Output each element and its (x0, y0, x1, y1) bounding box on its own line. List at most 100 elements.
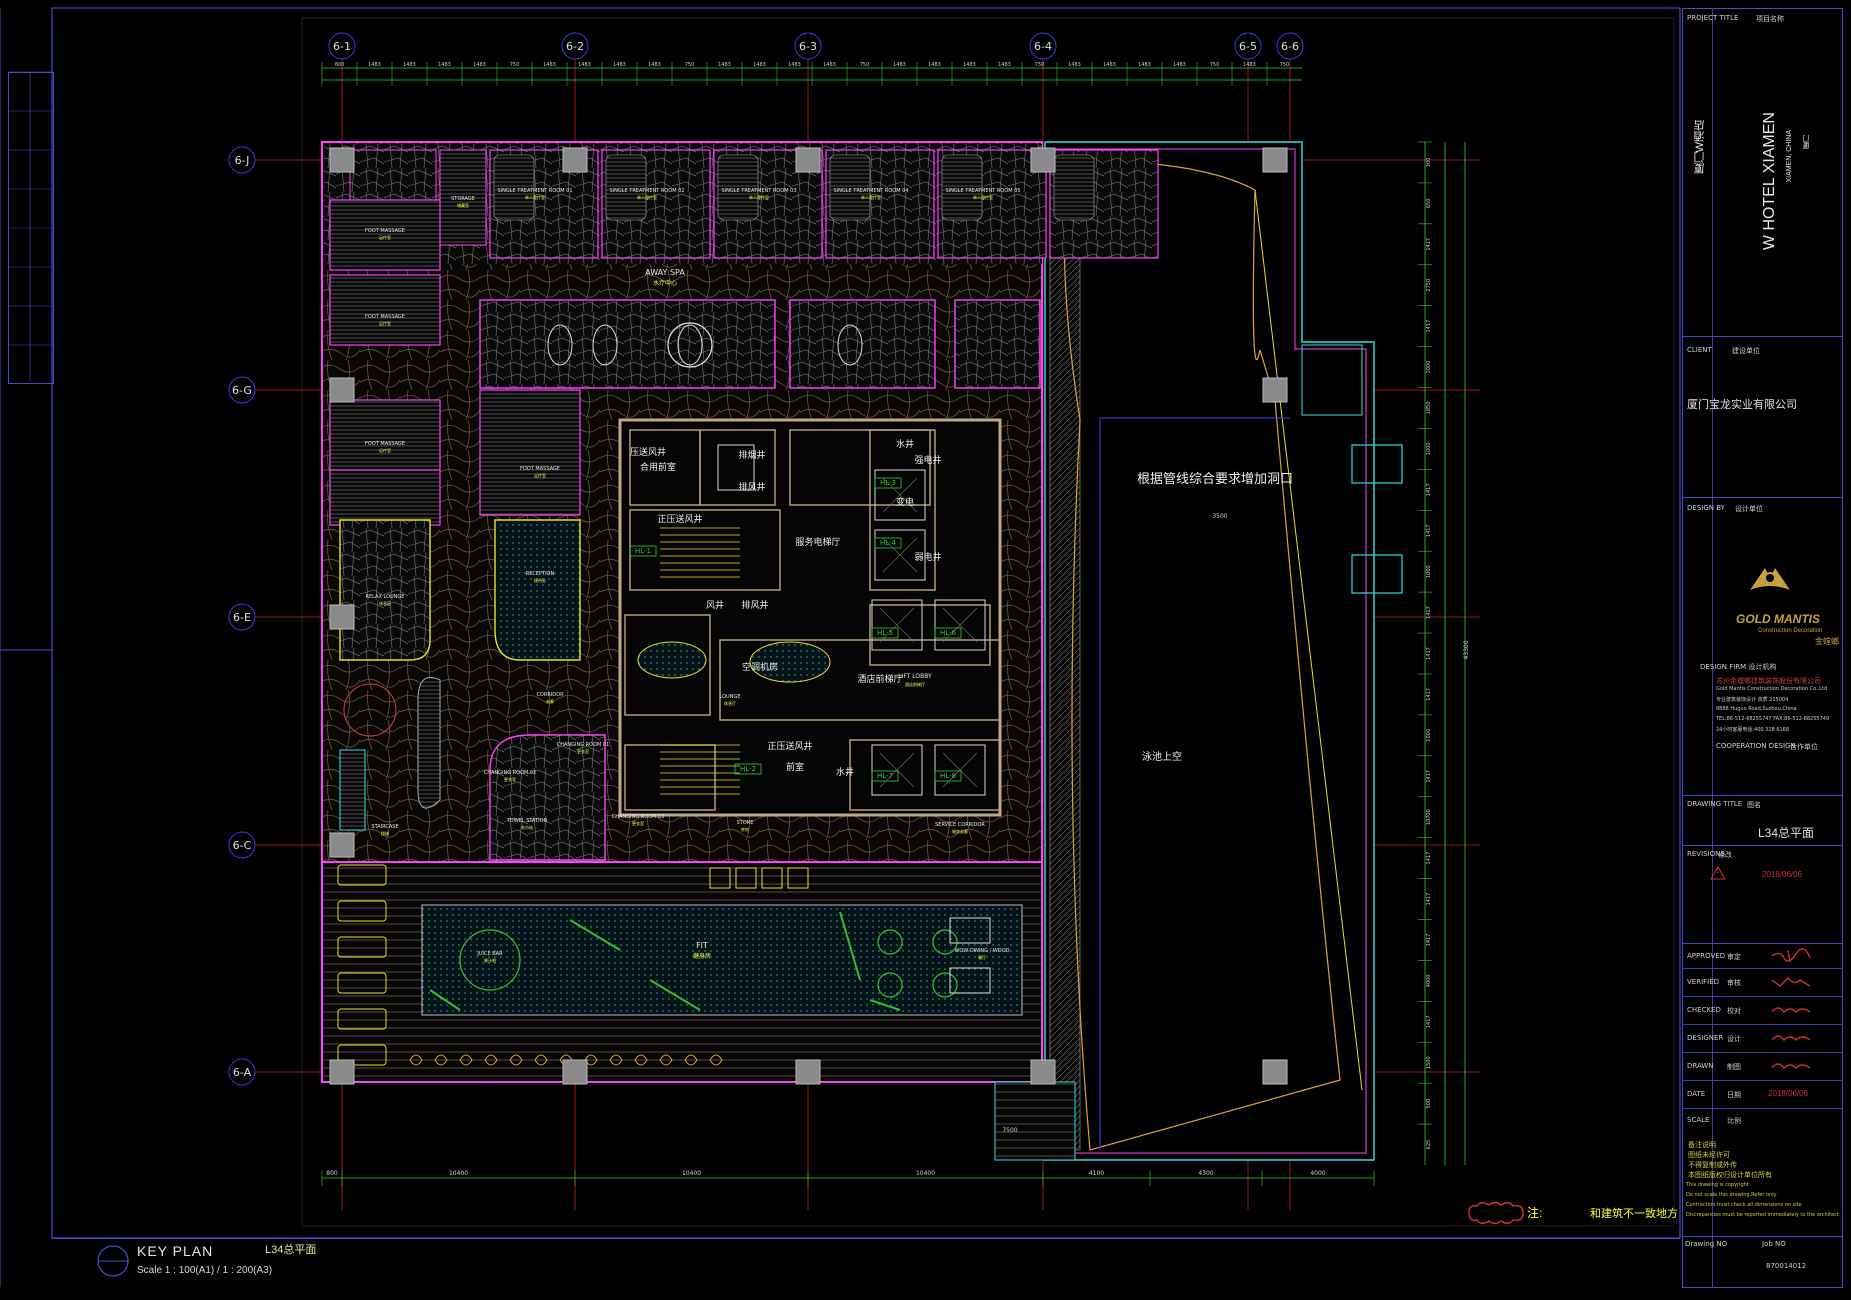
grid-bubble-col[interactable] (328, 32, 356, 60)
core-tag: HL-1 (635, 547, 651, 555)
revision-triangle-icon (1710, 866, 1726, 880)
dim-value: 1483 (578, 62, 591, 68)
room-label: RELAX LOUNGE (366, 594, 405, 600)
grid-bubble-row[interactable] (228, 146, 256, 174)
grid-bubble-col[interactable] (1234, 32, 1262, 60)
approved-signature-icon (1771, 948, 1811, 963)
structural-column (329, 377, 355, 403)
grid-bubble-row[interactable] (228, 376, 256, 404)
dim-value: 1417 (1426, 524, 1432, 537)
note-0: 备注说明 (1688, 1141, 1716, 1149)
structural-column (1262, 147, 1288, 173)
note-5: Do not scale this drawing.Refer only (1686, 1192, 1777, 1198)
sun-lounger (337, 972, 387, 994)
project-title-label: PROJECT TITLE (1687, 14, 1739, 22)
elevator-car (874, 529, 926, 581)
project-title-cn-label: 项目名称 (1756, 15, 1784, 23)
relax-lounge (339, 519, 431, 661)
dim-value: 1417 (1426, 483, 1432, 496)
logo-cn: 金螳螂 (1815, 637, 1839, 646)
dim-value: 1417 (1426, 647, 1432, 660)
dim-value: 1483 (1068, 62, 1081, 68)
tb-row (1682, 497, 1843, 498)
storage-room (439, 149, 487, 246)
core-tag-box (934, 627, 962, 639)
grid-bubble-col[interactable] (1029, 32, 1057, 60)
core-tag-box (871, 627, 899, 639)
room-label: SERVICE CORRIDOR (935, 822, 985, 828)
elevator-car (871, 599, 923, 651)
grid-bubble-col[interactable] (1276, 32, 1304, 60)
grid-bubble-row[interactable] (228, 603, 256, 631)
approved-label: APPROVED (1687, 952, 1726, 960)
room-label: FOOT MASSAGE (365, 314, 405, 320)
room-label: STORE (737, 820, 754, 826)
room-sublabel: 休息厅 (724, 700, 736, 706)
dim-value: 1500 (1426, 1056, 1432, 1069)
deck-chair (409, 1054, 423, 1066)
bar-stool (735, 867, 757, 889)
grid-bubble-label: 6-G (232, 384, 252, 397)
drawing-title-cn-label: 图名 (1747, 801, 1761, 809)
dim-value: 800 (326, 1170, 338, 1177)
grid-bubble-col[interactable] (794, 32, 822, 60)
dim-value: 1483 (823, 62, 836, 68)
core-tag: HL-6 (940, 629, 957, 637)
dim-value: 2750 (1426, 279, 1432, 292)
logo-sub: Construction Decoration (1758, 628, 1823, 634)
drawing-no-label: Drawing NO (1685, 1240, 1728, 1248)
room-sublabel: 走廊 (546, 698, 554, 704)
core-tag: HL-3 (880, 479, 896, 487)
date-cn: 日期 (1727, 1091, 1741, 1099)
core-room (624, 614, 711, 716)
core-room (719, 639, 1001, 721)
fitness-equipment (869, 999, 901, 1011)
title-block (1682, 8, 1843, 1288)
drawn-cn: 制图 (1727, 1063, 1741, 1071)
core-tag-box (934, 770, 962, 782)
elevator-x (879, 607, 915, 643)
core-label: 服务电梯厅 (795, 536, 840, 548)
shaft-box (1351, 554, 1403, 594)
deck-chair (484, 1054, 498, 1066)
core-label: 排风井 (738, 481, 765, 493)
room-label: FOOT MASSAGE (520, 466, 560, 472)
structural-column (562, 147, 588, 173)
tb-row (1682, 1108, 1843, 1109)
dim-value: 1483 (403, 62, 416, 68)
room-label: STORAGE (451, 196, 475, 202)
drawing-title-label: DRAWING TITLE (1687, 800, 1743, 808)
room-label: FIT (696, 941, 708, 950)
deck-chair (709, 1054, 723, 1066)
grid-bubble-row[interactable] (228, 831, 256, 859)
room-label: RECEPTION (526, 571, 555, 577)
equipment-circle (932, 929, 958, 955)
core-label: 合用前室 (640, 461, 676, 473)
dim-value: 1417 (1426, 893, 1432, 906)
room-label: CHANGING ROOM 03 (612, 814, 665, 820)
grid-bubble-col[interactable] (561, 32, 589, 60)
sun-lounger (337, 864, 387, 886)
elevator-x (942, 607, 978, 643)
dim-value: 1417 (1426, 688, 1432, 701)
dim-value: 750 (860, 62, 870, 68)
checked-signature-icon (1771, 1007, 1811, 1014)
spiral-stair (343, 683, 397, 737)
title-block-divider (1712, 8, 1713, 1288)
room-label: SINGLE TREATMENT ROOM 02 (609, 188, 684, 194)
date-value: 2018/06/06 (1768, 1089, 1809, 1098)
dim-value: 1000 (1426, 729, 1432, 742)
tb-row (1682, 336, 1843, 337)
grid-bubble-row[interactable] (228, 1058, 256, 1086)
key-plan-marker-icon (97, 1245, 129, 1277)
designer-signature-icon (1771, 1035, 1811, 1042)
room-sublabel: 毛巾站 (521, 824, 533, 830)
room-label: AWAY SPA (645, 268, 685, 277)
revisions-label: REVISIONS (1687, 850, 1725, 858)
grid-bubble-label: 6-3 (799, 40, 817, 53)
foot-massage-room (329, 199, 441, 271)
project-location-cn: 厦门 (1803, 135, 1810, 149)
room-sublabel: 足疗室 (379, 320, 391, 326)
